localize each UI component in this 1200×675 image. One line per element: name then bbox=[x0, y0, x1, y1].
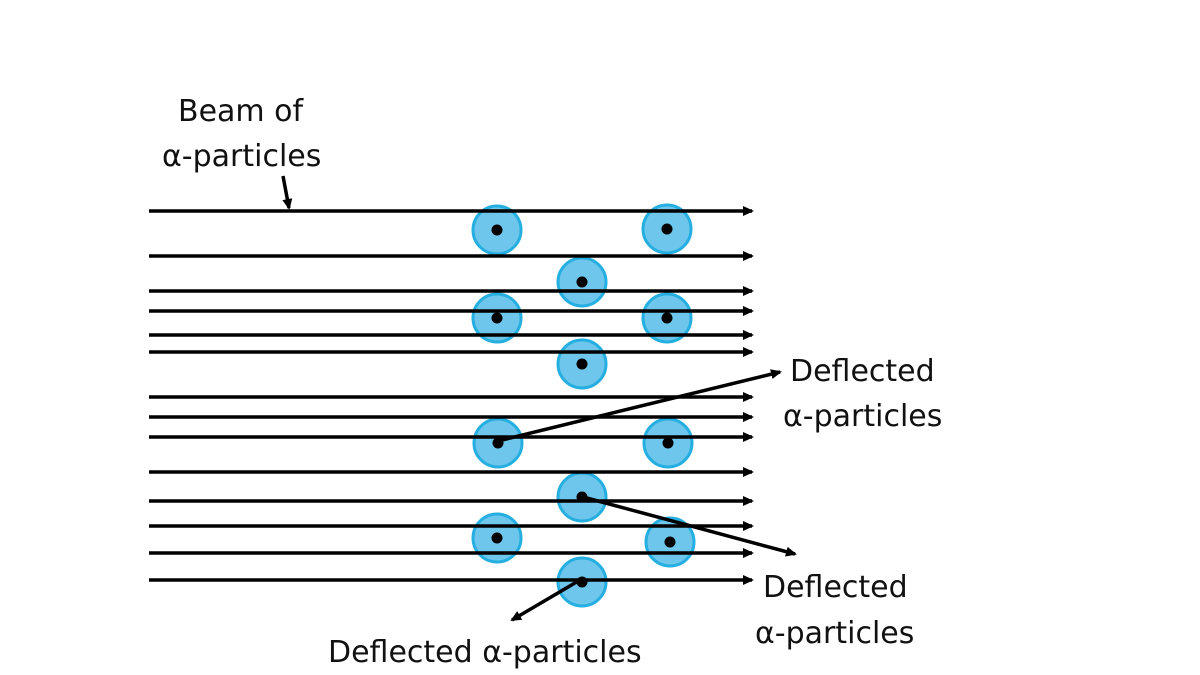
gold-atom bbox=[471, 512, 523, 564]
atom-nucleus bbox=[576, 276, 588, 288]
gold-atoms bbox=[471, 203, 696, 608]
alpha-beam-lines bbox=[149, 206, 754, 585]
atom-nucleus bbox=[661, 223, 673, 235]
gold-atom bbox=[471, 292, 523, 344]
deflected-upper-label-line1: Deflected bbox=[790, 354, 935, 389]
deflected-lower-label-line2: α-particles bbox=[755, 616, 914, 651]
deflected-upper-label-line2: α-particles bbox=[783, 399, 942, 434]
atom-nucleus bbox=[662, 437, 674, 449]
gold-atom bbox=[642, 417, 694, 469]
deflected-bottom-label: Deflected α-particles bbox=[328, 635, 642, 670]
deflected-path-upper bbox=[497, 369, 782, 443]
gold-atom bbox=[641, 292, 693, 344]
gold-atom bbox=[471, 204, 523, 256]
atom-nucleus bbox=[661, 312, 673, 324]
deflected-lower-label-line1: Deflected bbox=[763, 570, 908, 605]
gold-atom bbox=[556, 256, 608, 308]
atom-nucleus bbox=[576, 358, 588, 370]
beam-label-line1: Beam of bbox=[178, 94, 305, 129]
deflected-path-bottom bbox=[510, 578, 581, 622]
beam-pointer-arrow bbox=[281, 175, 293, 210]
deflected-path-lower bbox=[582, 495, 797, 557]
beam-label-line2: α-particles bbox=[162, 139, 321, 174]
atom-nucleus bbox=[491, 312, 503, 324]
gold-atom bbox=[556, 471, 608, 523]
gold-atom bbox=[556, 338, 608, 390]
deflected-paths bbox=[497, 369, 797, 622]
gold-atom bbox=[556, 556, 608, 608]
atom-nucleus bbox=[664, 536, 676, 548]
atom-nucleus bbox=[491, 532, 503, 544]
gold-atom bbox=[641, 203, 693, 255]
gold-atom bbox=[472, 417, 524, 469]
atom-nucleus bbox=[491, 224, 503, 236]
